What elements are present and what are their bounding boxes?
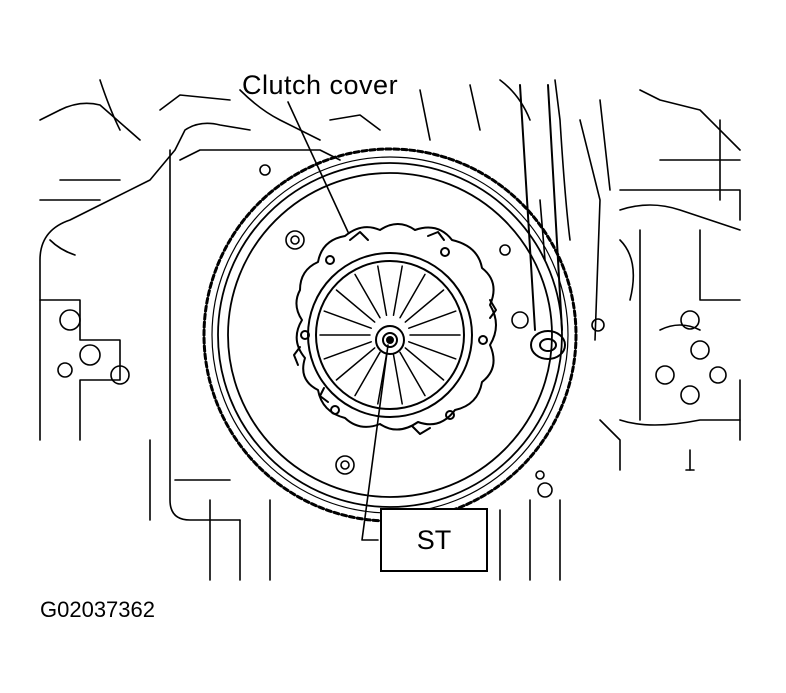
spring-finger <box>399 273 426 319</box>
spring-finger <box>335 289 376 323</box>
spring-finger <box>392 353 403 405</box>
mounting-bolts <box>259 164 605 498</box>
spring-finger <box>323 341 372 360</box>
diaphragm-spring <box>319 265 461 405</box>
center-hub <box>375 325 405 355</box>
spring-finger <box>323 310 372 329</box>
figure-id: G02037362 <box>40 597 155 622</box>
spring-finger <box>399 351 426 397</box>
engine-housing-background <box>39 79 741 581</box>
special-tool-label: ST <box>416 524 452 555</box>
tool-arm <box>519 84 566 360</box>
spring-finger <box>354 273 381 319</box>
clutch-cover-label: Clutch cover <box>242 70 399 100</box>
spring-finger <box>392 265 403 317</box>
spring-finger <box>404 347 445 381</box>
spring-finger <box>335 347 376 381</box>
clutch-cover <box>293 223 497 435</box>
flywheel <box>202 147 578 523</box>
spring-finger <box>354 351 381 397</box>
spring-finger <box>408 341 457 360</box>
spring-finger <box>377 265 388 317</box>
spring-finger <box>408 310 457 329</box>
special-tool-box: ST <box>380 508 488 572</box>
leader-lines <box>287 101 389 541</box>
spring-finger <box>404 289 445 323</box>
